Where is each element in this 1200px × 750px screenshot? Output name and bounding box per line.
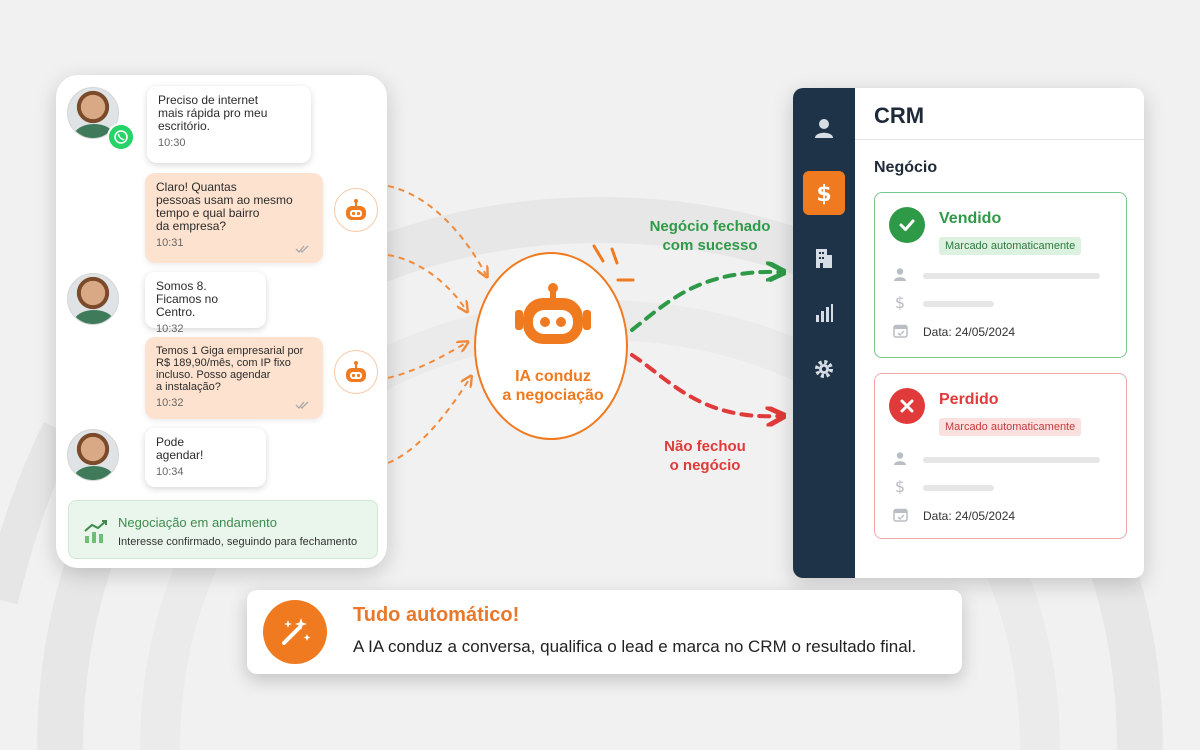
placeholder-bar [923,301,994,307]
placeholder-bar [923,485,994,491]
user-icon [894,452,906,465]
success-label: Negócio fechado com sucesso [640,217,780,255]
placeholder-bar [923,457,1100,463]
automation-banner: Tudo automático! A IA conduz a conversa,… [247,590,962,674]
robot-icon [515,283,591,344]
svg-text:$: $ [816,182,831,206]
deal-status: Perdido [939,391,999,408]
gear-icon [815,360,833,378]
dollar-icon: $ [895,477,905,495]
deal-date: Data: 24/05/2024 [923,509,1016,523]
status-subtitle: Interesse confirmado, seguindo para fech… [118,536,358,548]
calendar-icon [893,324,908,338]
whatsapp-icon [107,123,135,151]
sidebar-item-deals[interactable]: $ [803,171,845,215]
client-avatar [67,429,119,481]
message-time: 10:32 [156,323,184,335]
message-text: Preciso de internet mais rápida pro meu … [158,93,268,133]
svg-text:$: $ [895,293,905,311]
check-icon [889,207,925,243]
message-text: Pode agendar! [156,435,204,462]
dollar-icon: $ [816,182,831,206]
x-icon [889,388,925,424]
message-text: Somos 8. Ficamos no Centro. [156,279,219,319]
auto-badge: Marcado automaticamente [939,418,1082,436]
crm-window: $ CRM Negócio Vendido Marcado automatica… [793,88,1144,578]
banner-text: A IA conduz a conversa, qualifica o lead… [353,637,917,656]
success-label-line: Negócio fechado [649,218,771,235]
status-title: Negociação em andamento [118,515,277,530]
message-text: Claro! Quantas pessoas usam ao mesmo tem… [156,180,293,233]
trend-chart-icon [84,520,107,543]
deal-card-lost[interactable]: Perdido Marcado automaticamente $ Data: … [874,373,1127,539]
crm-header: CRM [855,88,1144,140]
deal-date: Data: 24/05/2024 [923,325,1016,339]
bot-avatar [334,350,378,394]
robot-icon [346,199,366,220]
sidebar-item-companies[interactable] [803,236,845,280]
chat-bubble-client: Pode agendar! 10:34 [145,428,266,487]
client-avatar [67,273,119,325]
magic-wand-icon [263,600,327,664]
message-text: Temos 1 Giga empresarial por R$ 189,90/m… [156,345,304,393]
message-time: 10:34 [156,466,184,478]
sidebar-item-contacts[interactable] [803,106,845,150]
calendar-icon [893,508,908,522]
success-label-line: com sucesso [662,237,758,254]
ai-label: a negociação [502,387,604,404]
fail-label-line: Não fechou [664,438,746,455]
bot-avatar [334,188,378,232]
chat-bubble-client: Preciso de internet mais rápida pro meu … [147,86,311,163]
user-icon [894,268,906,281]
message-time: 10:30 [158,137,186,149]
whatsapp-chat-panel: Preciso de internet mais rápida pro meu … [56,75,387,568]
deal-status: Vendido [939,210,1002,227]
chat-bubble-client: Somos 8. Ficamos no Centro. 10:32 [145,272,266,335]
dollar-icon: $ [895,293,905,311]
fail-label: Não fechou o negócio [650,437,760,475]
deal-card-won[interactable]: Vendido Marcado automaticamente $ Data: … [874,192,1127,358]
svg-text:$: $ [895,477,905,495]
user-icon [815,119,833,138]
ai-negotiator: IA conduz a negociação [474,252,628,440]
banner-title: Tudo automático! [353,604,520,626]
message-time: 10:31 [156,237,184,249]
crm-sidebar: $ [793,88,855,578]
double-check-icon [295,245,309,253]
message-time: 10:32 [156,397,184,409]
chat-bubble-bot: Temos 1 Giga empresarial por R$ 189,90/m… [145,337,323,419]
chat-bubble-bot: Claro! Quantas pessoas usam ao mesmo tem… [145,173,323,263]
robot-icon [346,361,366,382]
placeholder-bar [923,273,1100,279]
negotiation-status-box: Negociação em andamento Interesse confir… [68,500,378,559]
crm-section-title: Negócio [874,159,938,176]
crm-title: CRM [874,103,925,128]
building-icon [816,249,832,268]
ai-label: IA conduz [515,368,591,385]
auto-badge: Marcado automaticamente [939,237,1082,255]
sidebar-item-reports[interactable] [803,291,845,335]
fail-label-line: o negócio [669,457,741,474]
bar-chart-icon [816,304,833,322]
sidebar-item-settings[interactable] [803,347,845,391]
double-check-icon [295,401,309,409]
